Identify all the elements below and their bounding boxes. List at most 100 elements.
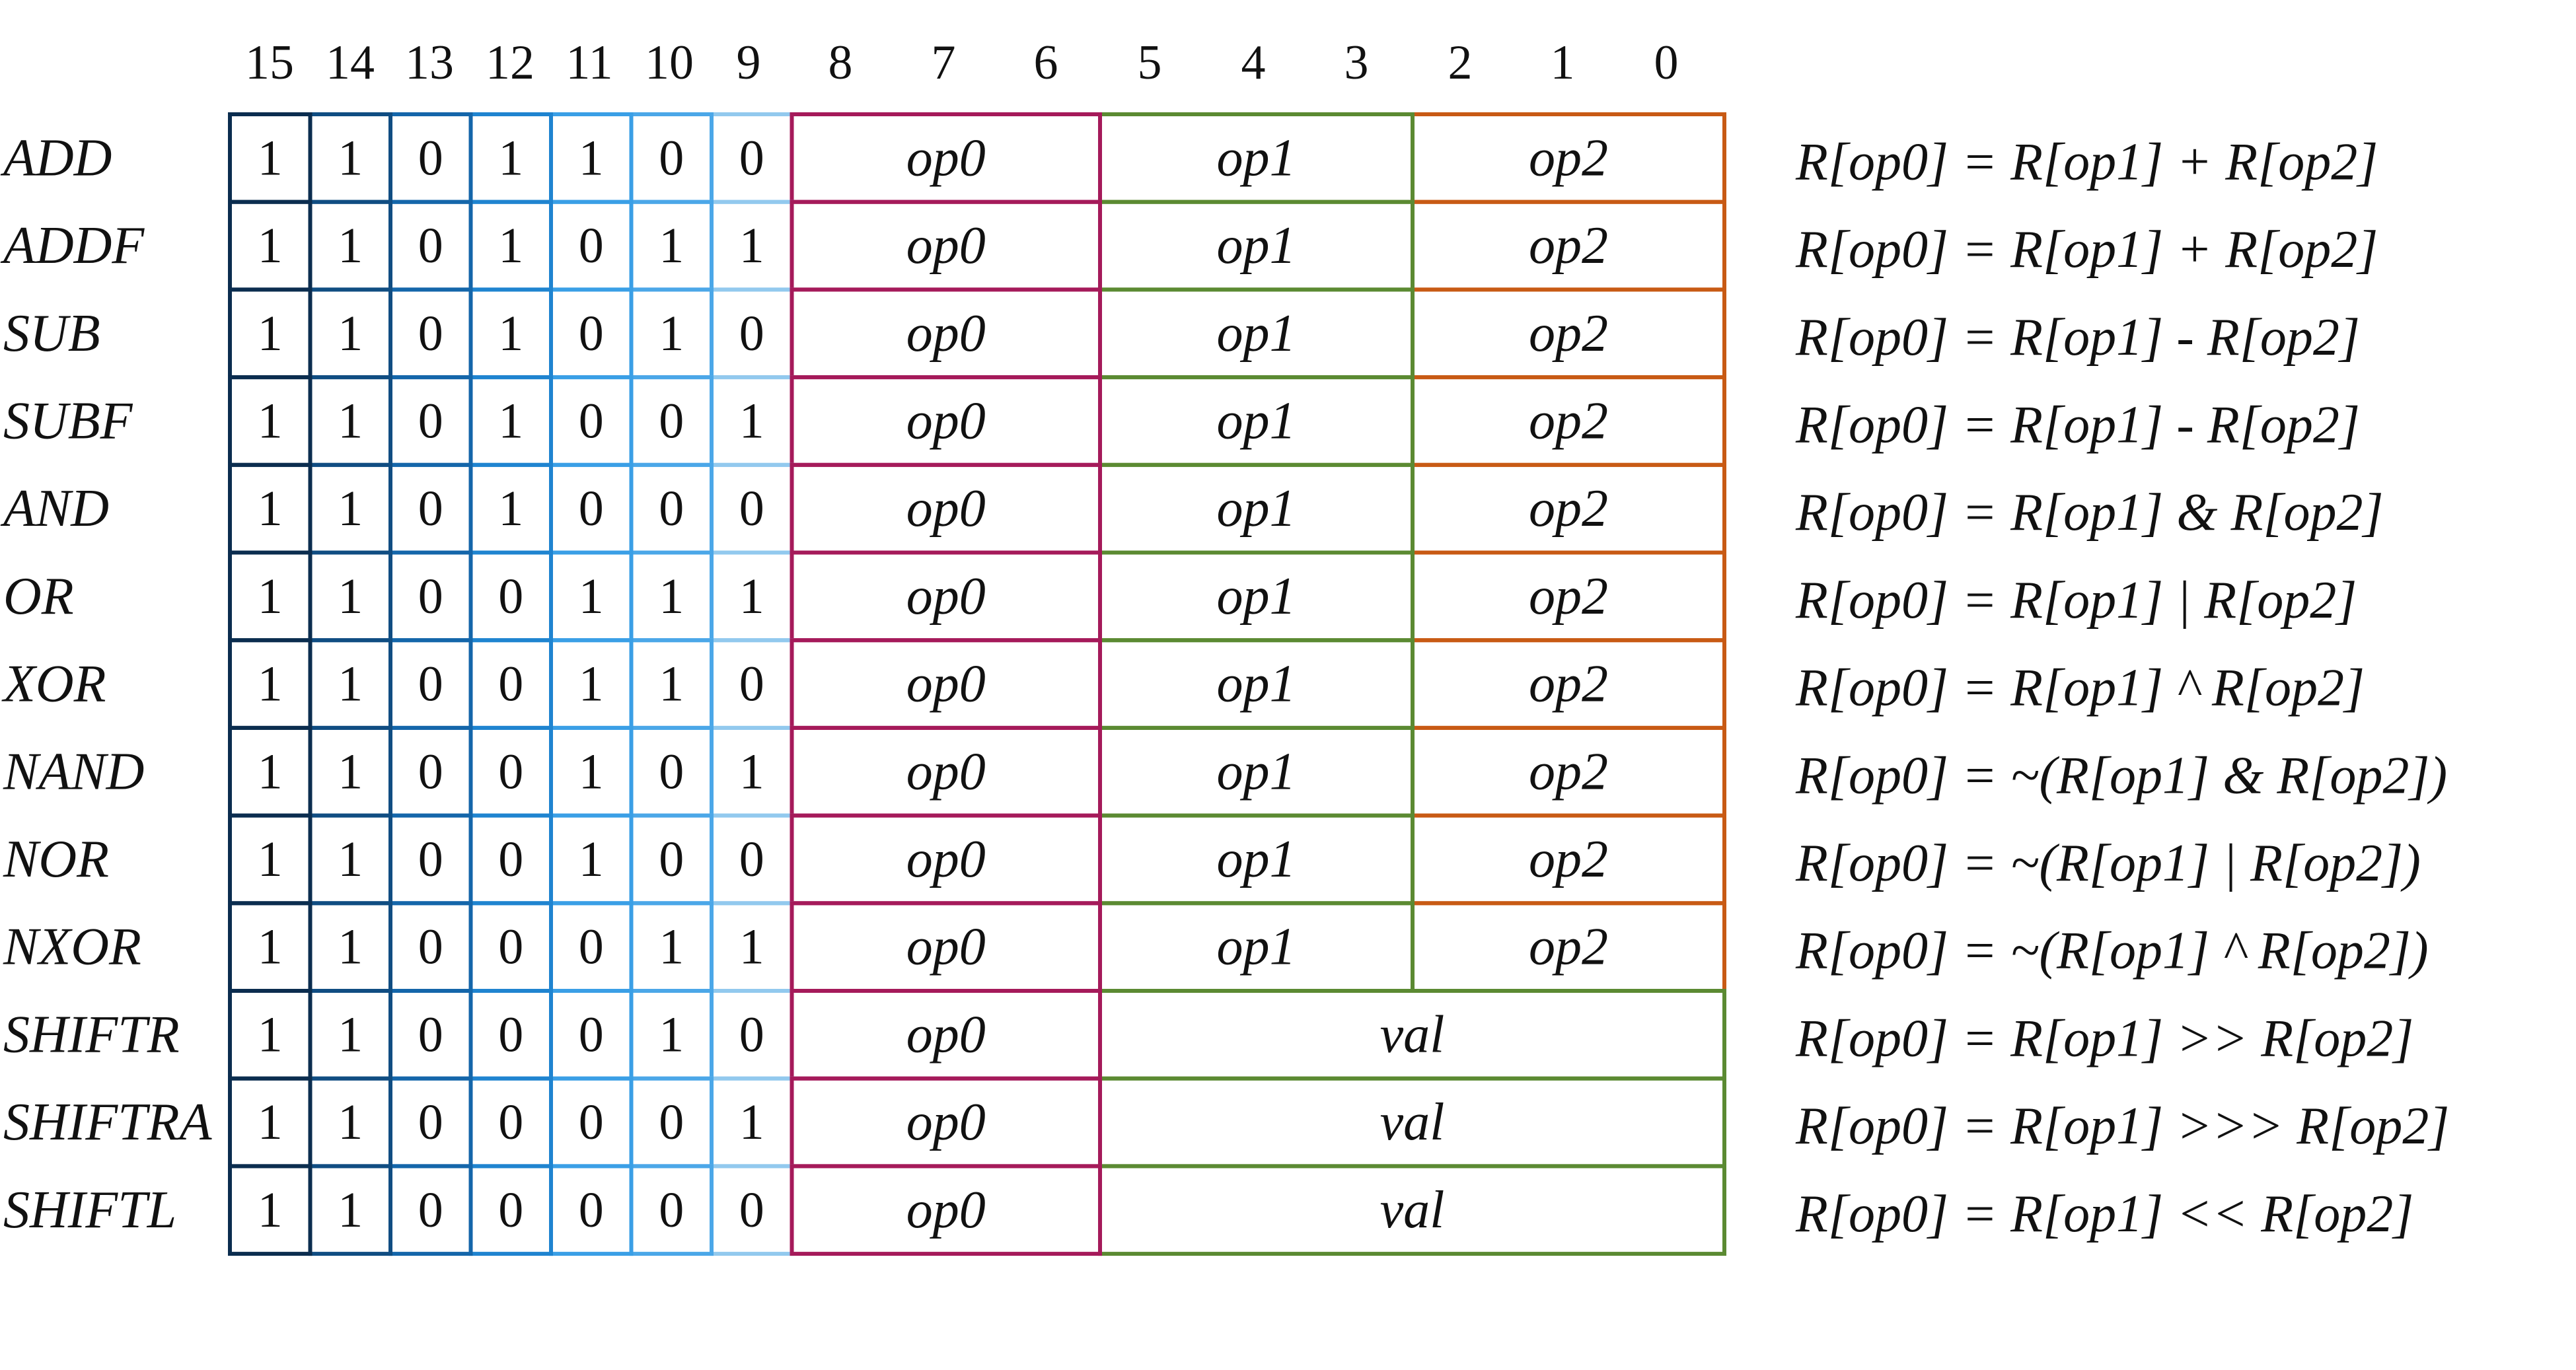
opcode-bit-value: 0 [579, 218, 604, 273]
opcode-bit-value: 0 [418, 306, 443, 361]
opcode-bit-value: 0 [659, 481, 684, 536]
opcode-bit-value: 1 [258, 657, 283, 712]
operation-description: R[op0] = R[op1] - R[op2] [1795, 308, 2360, 367]
opcode-bit-value: 1 [338, 218, 363, 273]
opcode-bit-value: 1 [739, 218, 764, 273]
op2-field-label: op2 [1529, 918, 1608, 976]
op1-field-label: op1 [1217, 742, 1296, 801]
bit-position-14: 14 [326, 36, 375, 90]
operation-description: R[op0] = R[op1] << R[op2] [1795, 1185, 2413, 1243]
opcode-bit-value: 0 [498, 1095, 523, 1150]
opcode-bit-value: 1 [739, 393, 764, 449]
opcode-bit-value: 1 [739, 919, 764, 975]
opcode-bit-value: 1 [258, 306, 283, 361]
opcode-bit-value: 1 [579, 657, 604, 712]
bit-position-1: 1 [1551, 36, 1575, 90]
opcode-bit-value: 1 [338, 1007, 363, 1062]
val-field-label: val [1380, 1093, 1445, 1151]
opcode-bit-value: 1 [659, 306, 684, 361]
bit-position-3: 3 [1344, 36, 1369, 90]
bit-position-0: 0 [1654, 36, 1679, 90]
opcode-bit-value: 0 [418, 919, 443, 975]
op2-field-label: op2 [1529, 217, 1608, 275]
instruction-name: SHIFTL [3, 1181, 176, 1239]
opcode-bit-value: 1 [659, 1007, 684, 1062]
op0-field-label: op0 [906, 918, 986, 976]
bit-position-9: 9 [737, 36, 761, 90]
opcode-bit-value: 1 [258, 832, 283, 887]
bit-position-12: 12 [486, 36, 534, 90]
opcode-bit-value: 1 [338, 569, 363, 624]
operation-description: R[op0] = R[op1] - R[op2] [1795, 396, 2360, 454]
bit-position-6: 6 [1034, 36, 1058, 90]
opcode-bit-value: 1 [498, 481, 523, 536]
opcode-bit-value: 1 [338, 393, 363, 449]
operation-description: R[op0] = ~(R[op1] ^ R[op2]) [1795, 922, 2429, 980]
bit-position-13: 13 [405, 36, 454, 90]
instruction-name: ADDF [0, 217, 145, 275]
instruction-name: AND [0, 480, 109, 538]
op1-field-label: op1 [1217, 567, 1296, 626]
instruction-name: SHIFTR [3, 1005, 180, 1064]
op0-field-label: op0 [906, 480, 986, 538]
op1-field-label: op1 [1217, 655, 1296, 713]
opcode-bit-value: 1 [498, 218, 523, 273]
opcode-bit-value: 1 [498, 393, 523, 449]
opcode-bit-value: 0 [498, 657, 523, 712]
opcode-bit-value: 1 [258, 1007, 283, 1062]
opcode-bit-value: 0 [659, 832, 684, 887]
opcode-bit-value: 1 [338, 919, 363, 975]
op0-field-label: op0 [906, 217, 986, 275]
opcode-bit-value: 1 [498, 130, 523, 186]
op0-field-label: op0 [906, 305, 986, 363]
op1-field-label: op1 [1217, 305, 1296, 363]
opcode-bit-value: 0 [739, 832, 764, 887]
bit-position-7: 7 [932, 36, 956, 90]
opcode-bit-value: 1 [258, 130, 283, 186]
opcode-bit-value: 0 [418, 569, 443, 624]
operation-description: R[op0] = R[op1] >> R[op2] [1795, 1009, 2413, 1067]
operation-description: R[op0] = R[op1] & R[op2] [1795, 484, 2384, 542]
op0-field-label: op0 [906, 1093, 986, 1151]
op0-field-label: op0 [906, 742, 986, 801]
opcode-bit-value: 1 [258, 744, 283, 799]
op0-field-label: op0 [906, 392, 986, 450]
val-field-label: val [1380, 1181, 1445, 1239]
opcode-bit-value: 1 [258, 481, 283, 536]
opcode-bit-value: 1 [338, 1095, 363, 1150]
opcode-bit-value: 0 [418, 130, 443, 186]
opcode-bit-value: 1 [258, 1182, 283, 1238]
opcode-bit-value: 0 [498, 832, 523, 887]
opcode-bit-value: 0 [418, 1095, 443, 1150]
opcode-bit-value: 0 [498, 569, 523, 624]
op2-field-label: op2 [1529, 305, 1608, 363]
val-field-label: val [1380, 1005, 1445, 1064]
operation-description: R[op0] = R[op1] ^ R[op2] [1795, 659, 2365, 717]
instruction-name: ADD [0, 129, 112, 187]
opcode-bit-value: 1 [338, 306, 363, 361]
opcode-bit-value: 1 [579, 130, 604, 186]
operation-description: R[op0] = ~(R[op1] & R[op2]) [1795, 746, 2447, 805]
opcode-bit-value: 1 [659, 569, 684, 624]
opcode-bit-value: 1 [338, 657, 363, 712]
op2-field-label: op2 [1529, 742, 1608, 801]
op1-field-label: op1 [1217, 830, 1296, 888]
opcode-bit-value: 0 [579, 919, 604, 975]
opcode-bit-value: 0 [659, 1182, 684, 1238]
opcode-bit-value: 0 [498, 919, 523, 975]
bit-position-8: 8 [828, 36, 853, 90]
instruction-name: XOR [1, 655, 106, 713]
bit-position-10: 10 [645, 36, 694, 90]
op0-field-box [790, 1164, 1102, 1256]
opcode-bit-value: 0 [498, 744, 523, 799]
